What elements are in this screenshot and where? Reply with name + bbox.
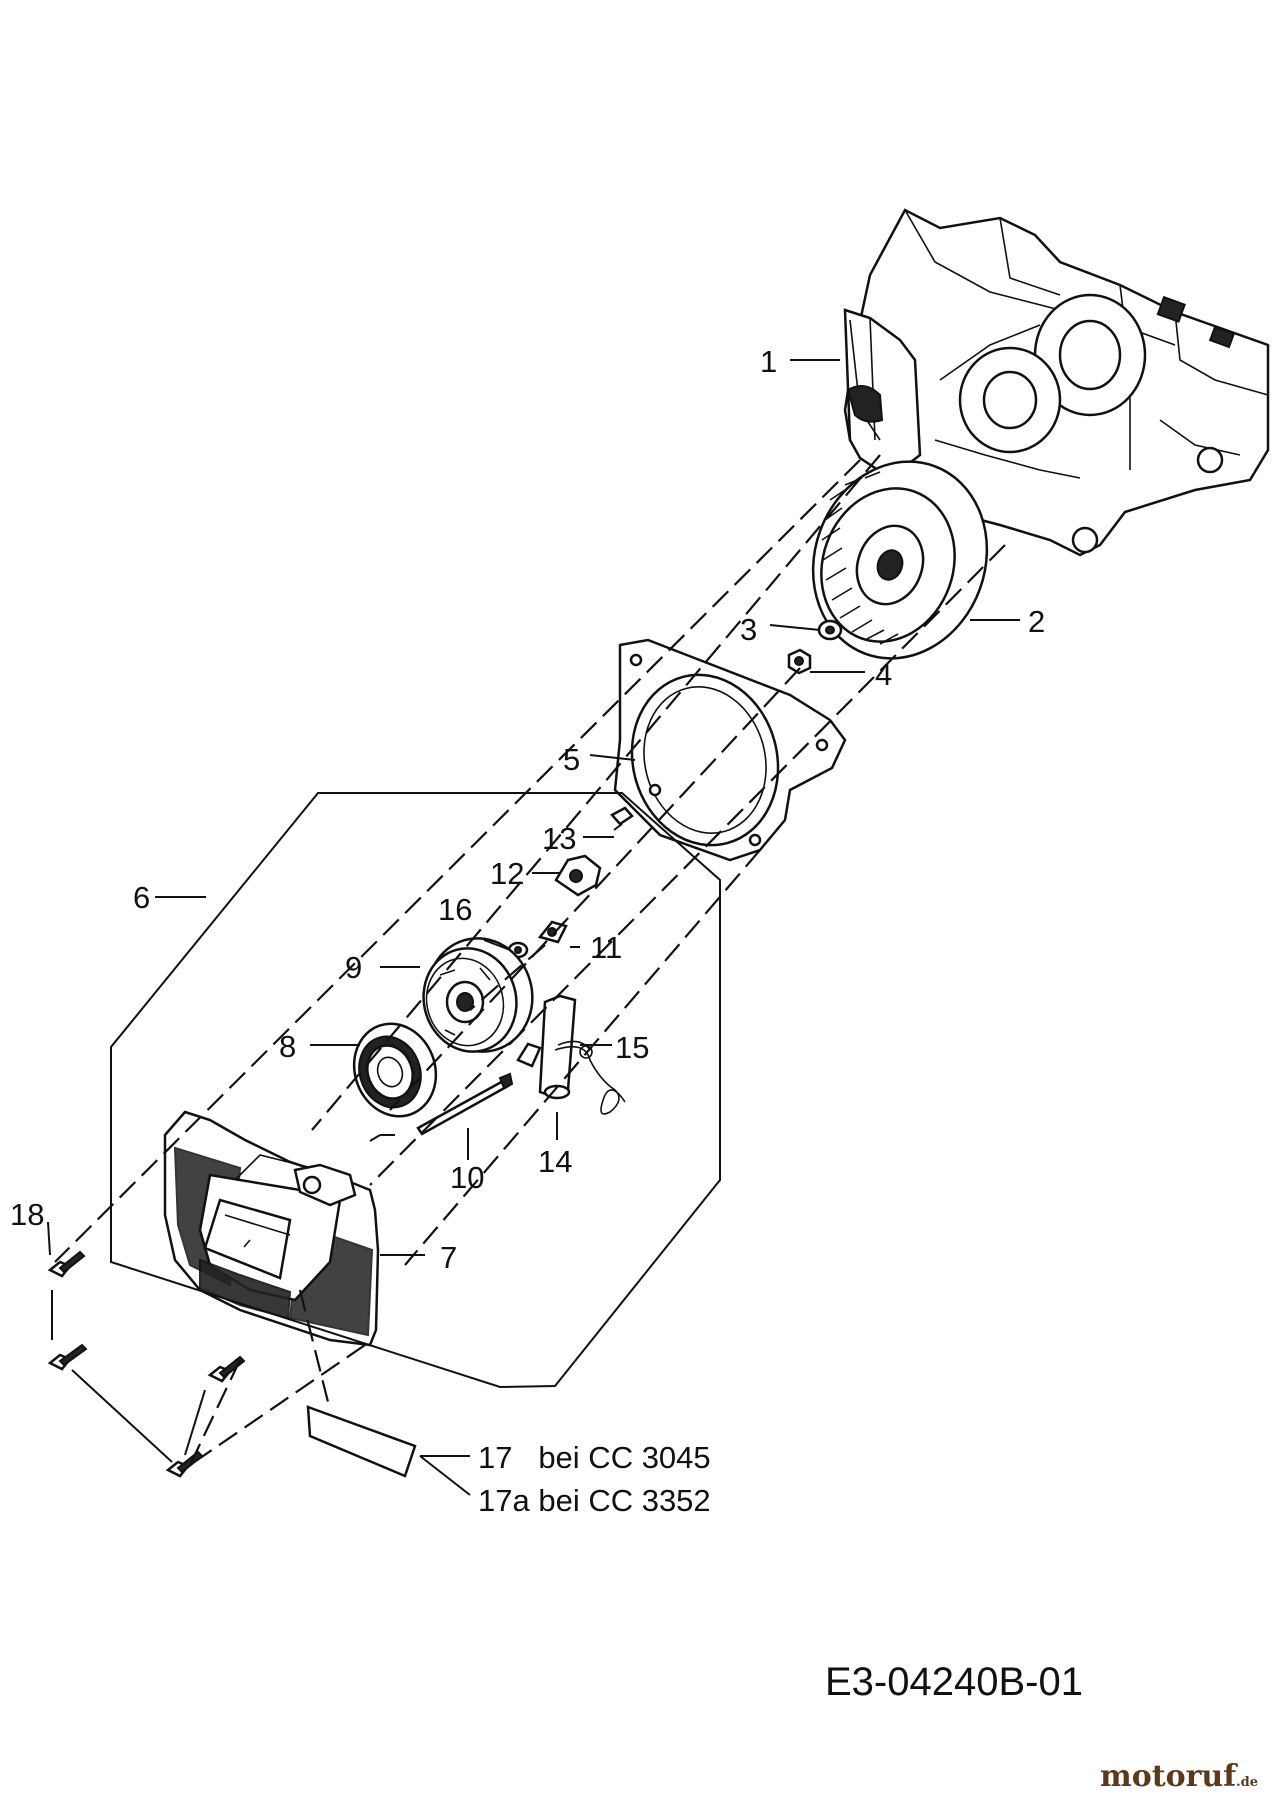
pawl-spring-screw [610, 806, 634, 831]
callout-5: 5 [563, 742, 580, 777]
screw [47, 1343, 88, 1371]
callout-10: 10 [450, 1160, 484, 1195]
callout-labels: 1 2 3 4 5 6 7 8 9 10 11 12 13 14 15 16 1… [10, 344, 1045, 1518]
callout-7: 7 [440, 1240, 457, 1275]
callout-9: 9 [345, 950, 362, 985]
callout-13: 13 [542, 821, 576, 856]
watermark-tld: .de [1236, 1775, 1258, 1790]
label-decal [306, 1405, 417, 1478]
crankcase-housing [843, 208, 1270, 557]
callout-14: 14 [538, 1144, 572, 1179]
callout-8: 8 [279, 1029, 296, 1064]
callout-18: 18 [10, 1197, 44, 1232]
flywheel [811, 460, 989, 660]
callout-1: 1 [760, 344, 777, 379]
callout-12: 12 [490, 856, 524, 891]
fan-housing [613, 638, 847, 862]
screw [47, 1250, 86, 1278]
rewind-spring [352, 1022, 438, 1118]
pawl-carrier [554, 854, 602, 897]
guide-pin [416, 1072, 514, 1136]
watermark-logo: motoruf.de [1100, 1759, 1258, 1794]
callout-17: 17 bei CC 3045 [478, 1440, 711, 1475]
callout-15: 15 [615, 1030, 649, 1065]
callout-4: 4 [875, 657, 892, 692]
drawing-code: E3-04240B-01 [825, 1660, 1083, 1704]
leader-lines [47, 359, 1020, 1496]
callout-16: 16 [438, 892, 472, 927]
callout-17a: 17a bei CC 3352 [478, 1483, 711, 1518]
watermark-name: motoruf [1099, 1759, 1237, 1794]
hex-nut [787, 648, 812, 675]
starter-cover [163, 1110, 380, 1347]
callout-11: 11 [590, 930, 622, 965]
rope-pulley [422, 937, 534, 1053]
washer [817, 619, 843, 641]
callout-3: 3 [740, 612, 757, 647]
screw [165, 1450, 204, 1478]
callout-2: 2 [1028, 604, 1045, 639]
assembly-lines [54, 454, 1006, 1466]
callout-6: 6 [133, 880, 150, 915]
assembly-group-outline [110, 792, 721, 1389]
